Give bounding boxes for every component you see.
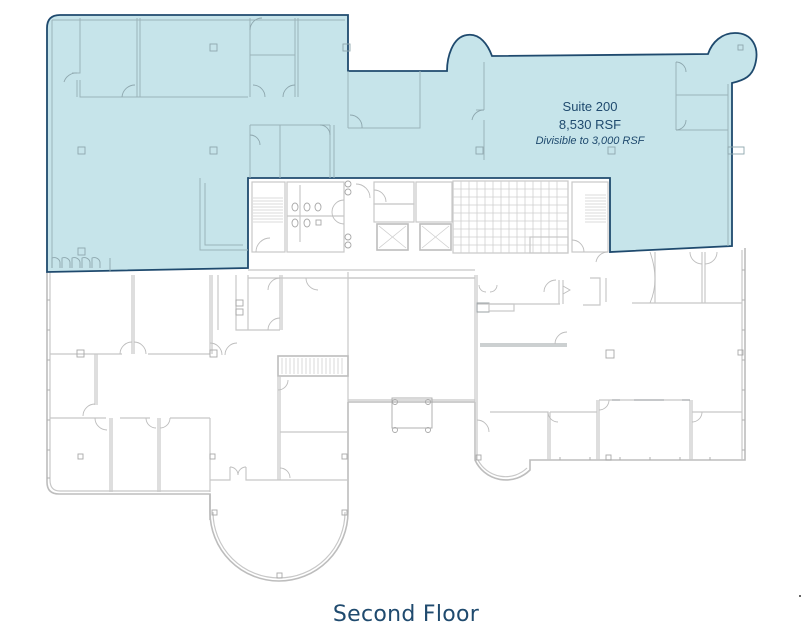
restrooms [286,180,371,253]
suite-area: 8,530 RSF [558,117,622,132]
east-wing [348,251,744,461]
tiled-lobby [452,180,569,254]
elevators [376,223,452,251]
building-core [248,180,609,279]
suite-200-area[interactable] [46,14,758,273]
suite-divisible-note: Divisible to 3,000 RSF [535,135,645,147]
stairwell-east [571,181,609,253]
building-outline [46,248,746,582]
suite-columns [77,43,745,256]
west-wing [50,275,349,579]
stairwell-west [251,181,286,253]
stair-west-wing [277,355,349,377]
suite-name: Suite 200 [562,99,618,114]
suite-interior-walls [51,17,729,272]
floor-title: Second Floor [332,602,480,627]
mullion-ticks [47,269,745,479]
registration-mark [799,595,801,597]
